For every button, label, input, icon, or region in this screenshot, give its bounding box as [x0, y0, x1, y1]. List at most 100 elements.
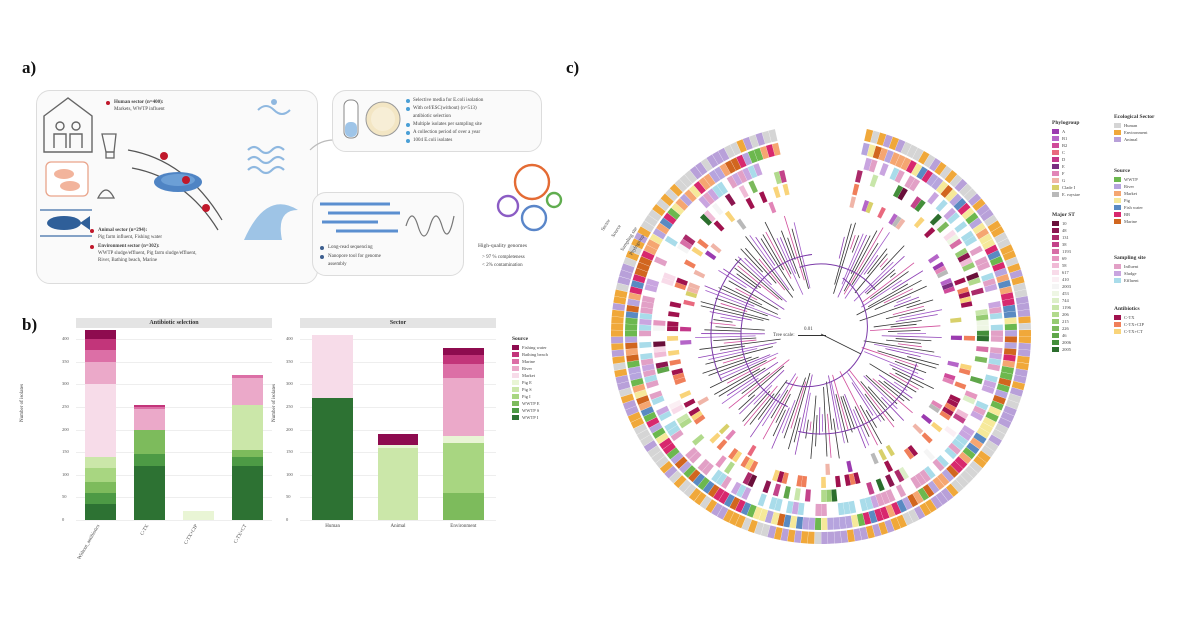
ring-cell: [892, 184, 904, 198]
ring-cell: [912, 490, 924, 505]
ring-cell: [676, 243, 690, 254]
ring-cell: [1018, 329, 1031, 337]
stacked-bar: [312, 334, 353, 520]
ring-cell: [948, 442, 961, 455]
ring-cell: [702, 191, 715, 205]
bar-segment: [232, 377, 263, 405]
ring-cell: [655, 361, 669, 369]
ring-cell: [982, 278, 996, 287]
ring-cell: [870, 452, 879, 465]
ring-cell: [879, 506, 890, 520]
legend-swatch: [1052, 171, 1059, 176]
legend-swatch: [512, 373, 519, 378]
ring-cell: [900, 141, 912, 156]
ring-cell: [976, 335, 989, 342]
gridline: [76, 474, 272, 476]
ring-cell: [690, 410, 703, 421]
ring-cell: [768, 496, 778, 510]
ring-cell: [862, 511, 872, 525]
ring-cell: [834, 531, 842, 544]
tree-branch: [867, 248, 888, 275]
source-legend-title: Source: [512, 336, 529, 342]
ring-cell: [772, 142, 781, 156]
ring-cell: [684, 170, 698, 184]
tree-branch: [864, 351, 919, 374]
legend-label: E: [1062, 164, 1065, 169]
x-category-label: C-TX: [139, 524, 150, 537]
legend-item: 38: [1052, 241, 1102, 248]
tree-branch: [895, 338, 932, 342]
ring-cell: [625, 336, 638, 343]
tree-branch: [721, 377, 759, 405]
legend-label: C-TX+CIP: [1124, 322, 1145, 327]
ring-cell: [875, 478, 885, 492]
ring-cell: [724, 461, 735, 475]
ring-cell: [880, 491, 891, 505]
ring-cell: [689, 165, 703, 180]
ring-cell: [1018, 342, 1031, 350]
ring-cell: [978, 233, 993, 245]
quality-line-2: < 2% contamination: [482, 263, 523, 268]
ring-cell: [640, 220, 655, 233]
ring-cell: [697, 238, 709, 249]
ring-cell: [719, 163, 731, 177]
tree-branch: [886, 339, 921, 344]
ring-cell: [1004, 342, 1017, 349]
tree-branch: [832, 374, 849, 431]
tree-branch: [865, 374, 898, 405]
ring-cell: [796, 475, 803, 487]
ring-cell: [954, 247, 968, 259]
tree-branch: [719, 352, 779, 380]
ring-cell: [994, 232, 1008, 244]
legend-swatch: [1052, 235, 1059, 240]
ring-cell: [975, 314, 989, 321]
environment-sector-title: Environment sector (n=302):: [98, 244, 160, 249]
isolation-bullet: [406, 107, 410, 111]
ring-cell: [716, 439, 728, 451]
ring-cell: [930, 495, 943, 510]
ring-cell: [946, 464, 959, 478]
tree-branch: [749, 235, 790, 291]
tree-branch: [859, 404, 882, 445]
gridline: [300, 339, 496, 341]
environment-sector-detail-1: WWTP sludge/effluent, Pig farm sludge/ef…: [98, 251, 197, 256]
legend-swatch: [1052, 347, 1059, 352]
ring-cell: [742, 152, 753, 166]
ring-cell: [821, 503, 827, 516]
ring-cell: [735, 499, 746, 513]
tree-branch: [859, 299, 921, 322]
ring-cell: [977, 450, 991, 463]
tree-branch: [885, 309, 925, 320]
ring-cell: [669, 183, 683, 197]
ring-cell: [924, 227, 936, 239]
ring-cell: [672, 372, 685, 381]
legend-swatch: [1052, 333, 1059, 338]
bar-segment: [232, 465, 263, 520]
ring-cell: [1017, 349, 1031, 357]
ring-cell: [654, 351, 667, 358]
legend-item: Fish water: [1114, 204, 1194, 211]
ring-cell: [944, 425, 957, 438]
ring-cell: [745, 197, 755, 210]
ring-cell: [692, 473, 706, 487]
legend-label: 10: [1062, 221, 1067, 226]
legend-label: Pig S: [522, 387, 532, 392]
ring-cell: [770, 511, 780, 525]
ring-cell: [773, 171, 782, 185]
ring-cell: [967, 277, 981, 286]
legend-swatch: [512, 345, 519, 350]
ring-cell: [846, 529, 855, 543]
tree-branch: [866, 269, 896, 295]
ring-cell: [966, 272, 980, 282]
ring-cell: [981, 445, 995, 458]
tree-branch: [861, 279, 902, 308]
ring-cell: [636, 429, 651, 441]
ring-cell: [664, 420, 678, 432]
tree-scale-label: Tree scale:: [773, 333, 795, 338]
legend-label: Pig: [1124, 198, 1131, 203]
legend-swatch: [1052, 129, 1059, 134]
tree-branch: [843, 227, 884, 295]
sequencing-point-1: Long-read sequencing: [328, 245, 373, 250]
ring-cell: [957, 252, 971, 263]
ring-cell: [958, 291, 971, 299]
